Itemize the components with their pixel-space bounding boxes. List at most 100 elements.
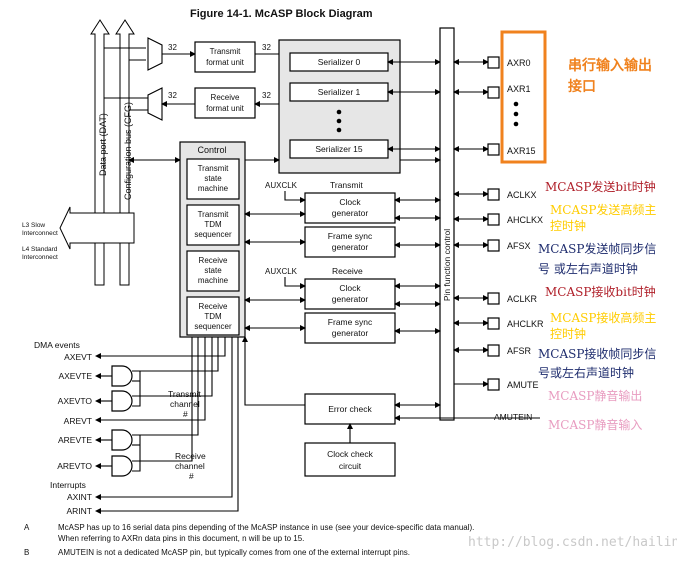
receive-format-unit-line1: Receive: [211, 93, 240, 102]
annot-amute: MCASP静音输出: [548, 388, 642, 403]
receive-auxclk-label: AUXCLK: [265, 267, 298, 276]
footnote-a: A McASP has up to 16 serial data pins de…: [24, 522, 664, 544]
transmit-tdm-sequencer-line2: TDM: [204, 220, 222, 229]
dma-events-title: DMA events: [34, 340, 80, 350]
arevte-gate-input: [132, 337, 199, 436]
transmit-clock-generator-line2: generator: [332, 208, 369, 218]
amutein-label: AMUTEIN: [494, 412, 532, 422]
amute-label: AMUTE: [507, 380, 539, 390]
axint-line: [95, 337, 233, 500]
data-port-label: Data port (DAT): [98, 113, 108, 176]
clock-check-circuit-block: [304, 442, 396, 477]
pin-function-control-label: Pin function control: [442, 229, 452, 301]
annot-ahclkr-line1: MCASP接收高频主: [550, 310, 656, 325]
dma-axevto-label: AXEVTO: [58, 396, 93, 406]
afsr-label: AFSR: [507, 346, 532, 356]
annot-afsx-line2: 号 或左右声道时钟: [538, 261, 638, 276]
aclkx-label: ACLKX: [507, 190, 537, 200]
l3-l4-interconnect-arrow: [59, 206, 135, 250]
receive-channel-line1: Receive: [175, 451, 206, 461]
clock-pin-ahclkx: AHCLKX: [453, 213, 543, 226]
clock-pin-ahclkr: AHCLKR: [453, 317, 544, 330]
axr-ellipsis-dot: [513, 111, 519, 117]
footnote-b-key: B: [24, 548, 30, 557]
l3-label-line2: Interconnect: [22, 230, 58, 237]
transmit-channel-line3: #: [183, 409, 188, 419]
axevte-gate-input: [132, 337, 219, 372]
annot-serial-io-line1: 串行输入输出: [568, 57, 652, 74]
transmit-mux: [147, 37, 163, 71]
transmit-auxclk-line: [284, 191, 306, 203]
receive-mux: [147, 87, 163, 121]
axint-label: AXINT: [67, 492, 92, 502]
axevte-and-gate: [111, 365, 133, 387]
control-to-error-check-line: [242, 336, 305, 406]
axr1-label: AXR1: [507, 84, 531, 94]
l3-label-line1: L3 Slow: [22, 222, 45, 229]
receive-frame-sync-line1: Frame sync: [328, 317, 373, 327]
afsx-label: AFSX: [507, 241, 531, 251]
watermark-text: http://blog.csdn.net/hailin0716: [468, 535, 677, 550]
axr0-label: AXR0: [507, 58, 531, 68]
annot-ahclkx-line2: 控时钟: [550, 218, 586, 233]
receive-channel-line2: channel: [175, 461, 205, 471]
data-port-bus: Data port (DAT): [90, 19, 110, 286]
dma-axevt-label: AXEVT: [64, 352, 92, 362]
transmit-tdm-sequencer-line3: sequencer: [194, 230, 232, 239]
clock-check-circuit-line2: circuit: [339, 461, 362, 471]
transmit-tdm-sequencer: [186, 204, 240, 246]
receive-auxclk-line: [284, 277, 306, 289]
transmit-state-machine-line2: state: [204, 174, 222, 183]
annot-afsx-line1: MCASP发送帧同步信: [538, 241, 656, 256]
transmit-frame-sync-line1: Frame sync: [328, 231, 373, 241]
receive-tdm-sequencer: [186, 296, 240, 336]
annot-ahclkr-line2: 控时钟: [550, 326, 586, 341]
clock-pin-amute: AMUTE: [454, 378, 539, 391]
config-bus-label: Configuration bus (CFG): [123, 102, 133, 200]
transmit-tdm-sequencer-line1: Transmit: [198, 210, 230, 219]
serial-io-highlight-box: [500, 30, 547, 164]
receive-state-machine: [186, 250, 240, 292]
pin-function-control: [439, 27, 455, 421]
axevto-and-gate: [111, 390, 133, 412]
arevto-gate-input: [132, 337, 193, 462]
axr0-pin: [487, 56, 500, 69]
axr-ellipsis-dot: [513, 121, 519, 127]
annot-serial-io-line2: 接口: [568, 78, 596, 95]
dma-arevto-label: AREVTO: [57, 461, 92, 471]
transmit-clock-generator-line1: Clock: [339, 197, 361, 207]
clock-pin-afsr: AFSR: [453, 344, 532, 357]
serializer-ellipsis-dot: [336, 118, 342, 124]
control-title: Control: [197, 145, 226, 155]
transmit-channel-line1: Transmit: [168, 389, 201, 399]
serializer-1-label: Serializer 1: [318, 87, 361, 97]
footnote-b-line1: AMUTEIN is not a dedicated McASP pin, bu…: [58, 548, 411, 557]
receive-channel-line3: #: [189, 471, 194, 481]
receive-section-label: Receive: [332, 266, 363, 276]
transmit-channel-line2: channel: [170, 399, 200, 409]
serializer-ellipsis-dot: [336, 127, 342, 133]
figure-title: Figure 14-1. McASP Block Diagram: [190, 8, 373, 20]
annot-afsr-line1: MCASP接收帧同步信: [538, 346, 656, 361]
arevt-line: [95, 337, 206, 423]
axr15-label: AXR15: [507, 146, 536, 156]
transmit-state-machine-line3: machine: [198, 184, 229, 193]
receive-tdm-sequencer-line3: sequencer: [194, 322, 232, 331]
receive-format-unit-line2: format unit: [206, 104, 245, 113]
receive-clock-generator: [304, 278, 396, 310]
transmit-auxclk-label: AUXCLK: [265, 181, 298, 190]
aclkr-label: ACLKR: [507, 294, 538, 304]
transmit-channel-gate-input: [132, 371, 141, 407]
error-check-label: Error check: [328, 404, 372, 414]
axr-ellipsis-dot: [513, 101, 519, 107]
dma-arevt-label: AREVT: [64, 416, 92, 426]
transmit-format-unit-line1: Transmit: [210, 47, 242, 56]
ahclkr-label: AHCLKR: [507, 319, 544, 329]
dma-axevte-label: AXEVTE: [58, 371, 92, 381]
annot-aclkr: MCASP接收bit时钟: [545, 284, 656, 299]
annot-aclkx: MCASP发送bit时钟: [545, 179, 656, 194]
receive-state-machine-line3: machine: [198, 276, 229, 285]
axevto-gate-input: [132, 337, 213, 397]
arint-line: [95, 337, 239, 514]
